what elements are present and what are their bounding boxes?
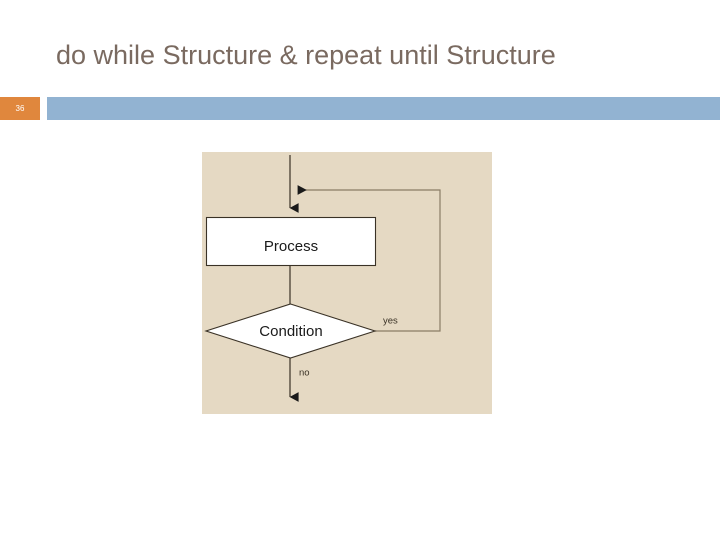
slide-number-badge: 36 [0,97,40,120]
header-accent-bar [47,97,720,120]
node-process-label: Process [264,238,318,255]
edge-loop-back-path [297,185,441,332]
page-title: do while Structure & repeat until Struct… [56,40,556,70]
edge-label-no: no [299,368,310,379]
node-condition-label: Condition [259,323,322,340]
diagram-panel: Process Condition yes no [202,152,492,414]
do-while-flowchart: Process Condition yes no [204,155,441,402]
edge-label-yes: yes [383,316,398,327]
header-rule: 36 [0,97,720,120]
node-process-shape [205,216,377,267]
